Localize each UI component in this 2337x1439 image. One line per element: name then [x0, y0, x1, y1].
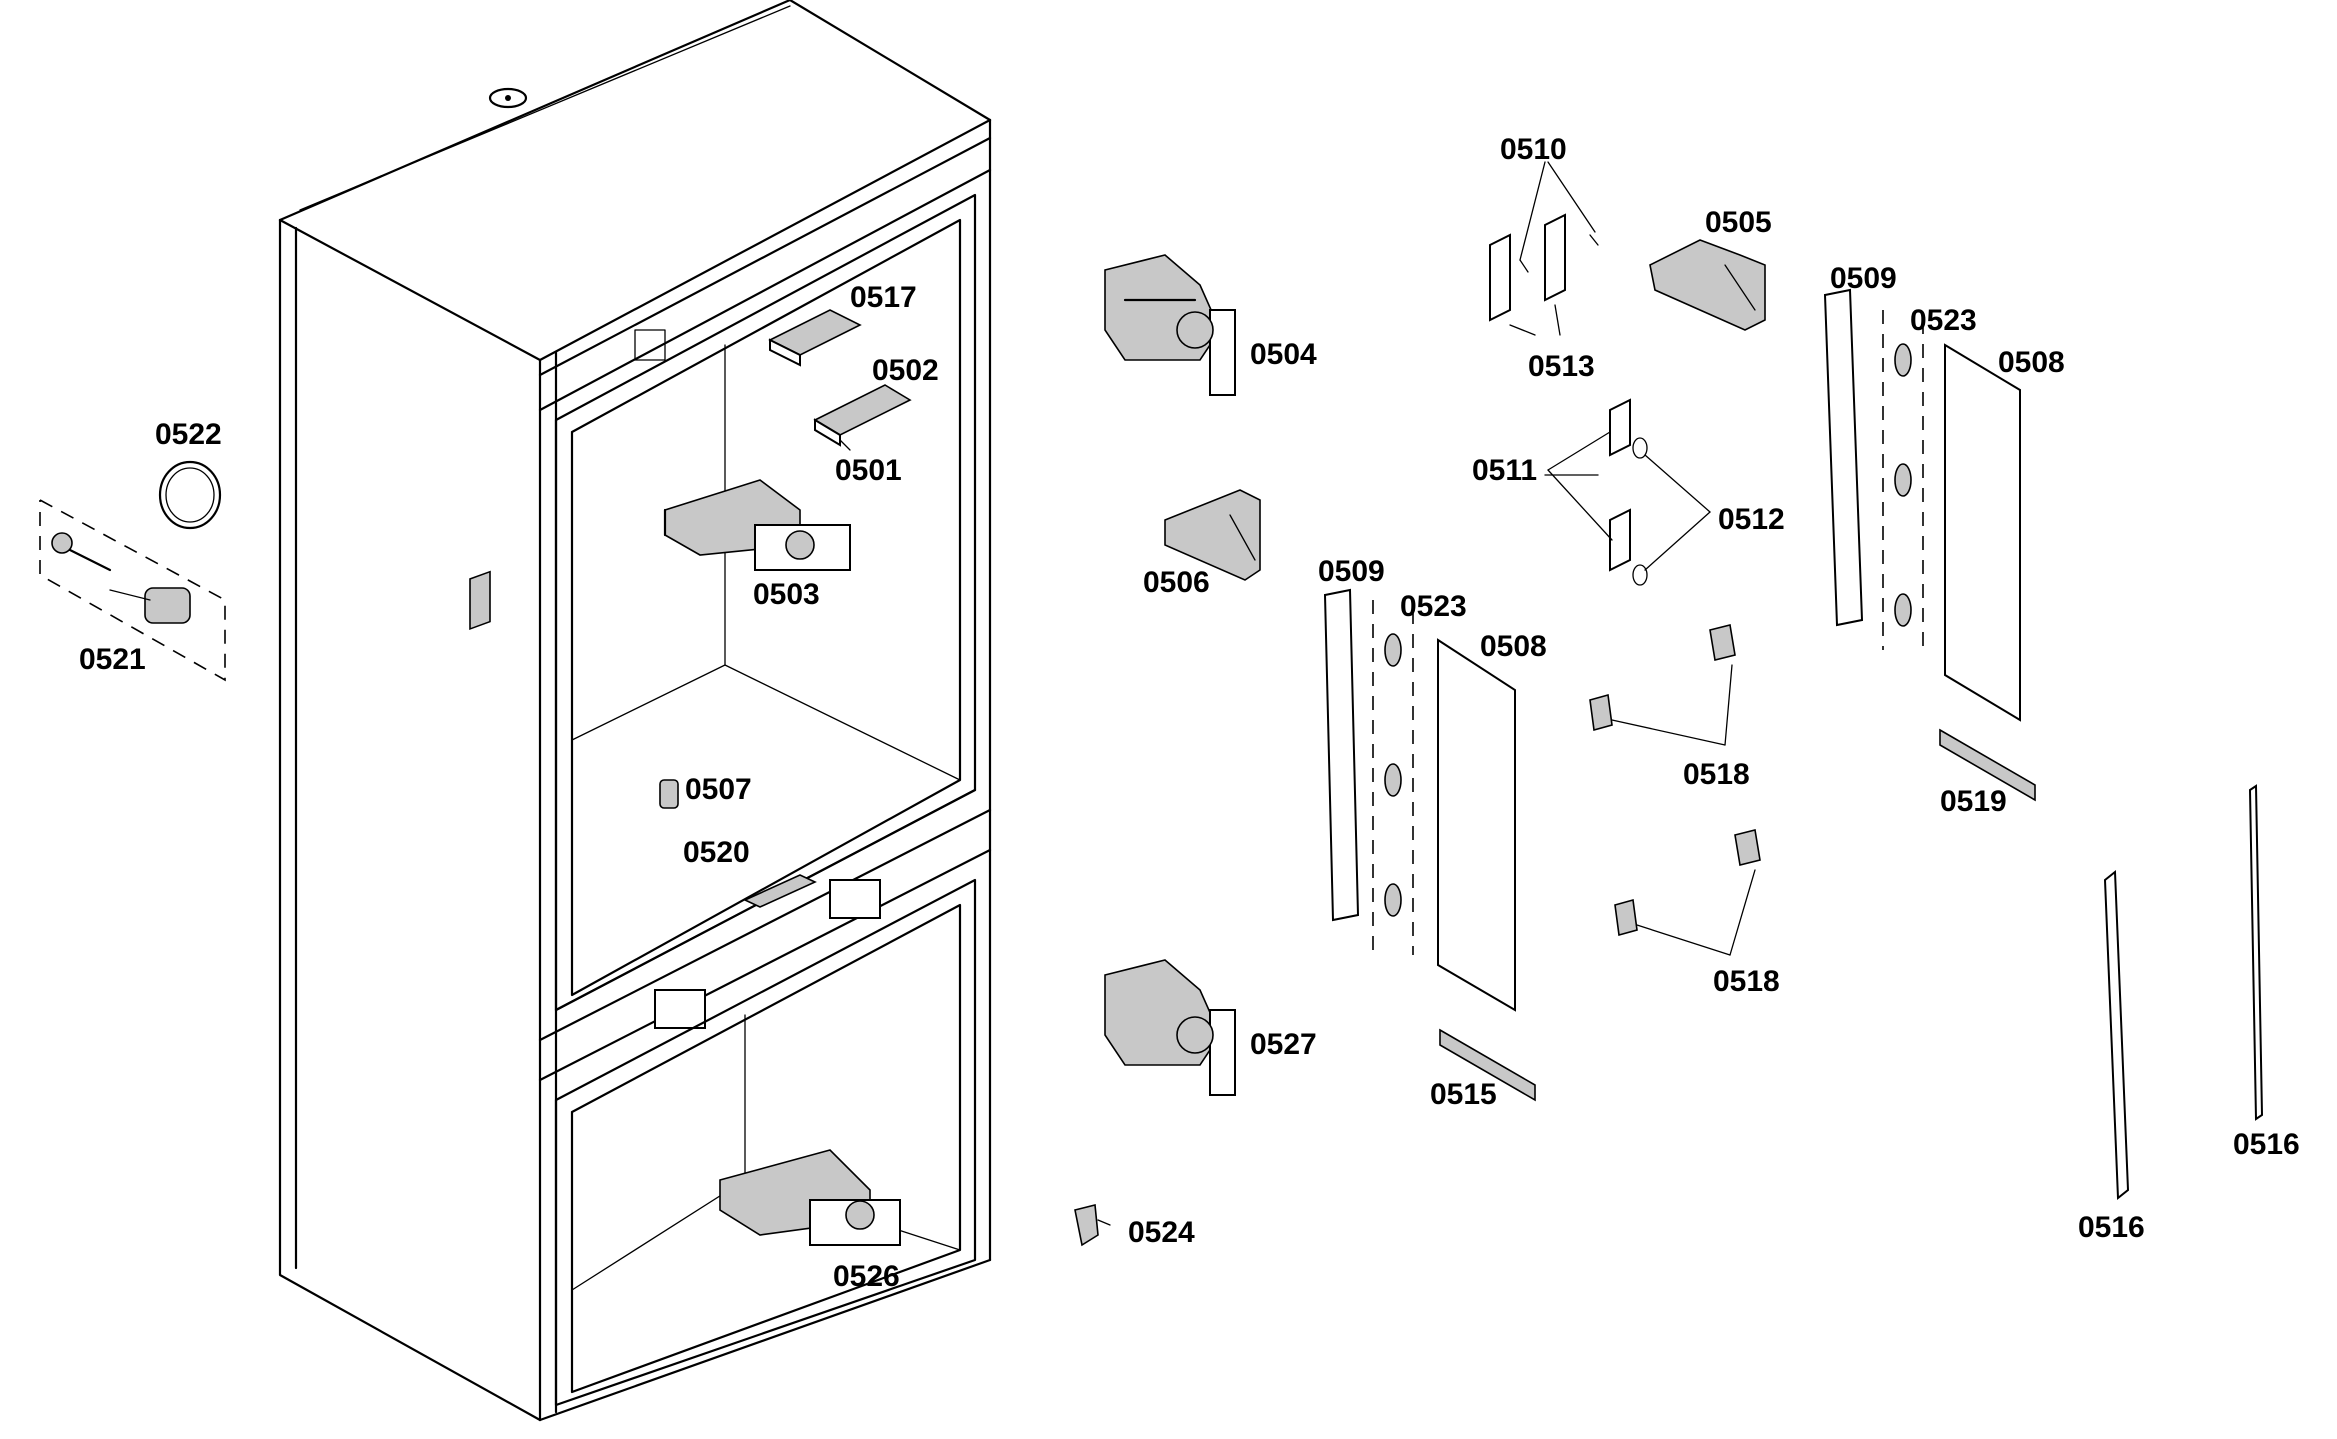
- label-0501: 0501: [835, 454, 902, 487]
- label-0509-left: 0509: [1318, 555, 1385, 588]
- part-0503-hinge: [663, 479, 851, 571]
- part-0502-plate: [813, 384, 912, 451]
- label-0512: 0512: [1718, 503, 1785, 536]
- part-0517-bracket: [768, 309, 862, 367]
- label-0519: 0519: [1940, 785, 2007, 818]
- label-0517: 0517: [850, 281, 917, 314]
- label-0523-left: 0523: [1400, 590, 1467, 623]
- label-0516-right: 0516: [2233, 1128, 2300, 1161]
- part-0518-clips: [1589, 624, 1761, 937]
- part-0513-strips: [1489, 213, 1599, 322]
- part-0523-rail-right: [1882, 310, 1924, 650]
- part-0505-cover: [1649, 239, 1766, 331]
- part-0515-rail: [1439, 1028, 1536, 1102]
- part-0522-clamp-ring: [158, 460, 222, 530]
- leader-lines: [1509, 161, 1756, 956]
- part-0509-strip-left: [1323, 588, 1360, 922]
- part-0520-stop: [743, 874, 817, 908]
- part-0523-rail-left: [1372, 600, 1414, 955]
- part-0521-fan-assembly: [39, 499, 226, 682]
- label-0508-right: 0508: [1998, 346, 2065, 379]
- label-0513: 0513: [1528, 350, 1595, 383]
- label-0518-upper: 0518: [1683, 758, 1750, 791]
- label-0523-right: 0523: [1910, 304, 1977, 337]
- part-0524-clip: [1074, 1203, 1111, 1247]
- label-0507: 0507: [685, 773, 752, 806]
- label-0524: 0524: [1128, 1216, 1195, 1249]
- part-0504-hinge: [1104, 254, 1236, 396]
- label-0527: 0527: [1250, 1028, 1317, 1061]
- part-0527-hinge: [1104, 959, 1236, 1096]
- label-0518-lower: 0518: [1713, 965, 1780, 998]
- label-0504: 0504: [1250, 338, 1317, 371]
- part-0519-rail: [1939, 728, 2036, 802]
- part-0516-strip-a: [2103, 869, 2130, 1201]
- label-0526: 0526: [833, 1260, 900, 1293]
- label-0510: 0510: [1500, 133, 1567, 166]
- label-0520: 0520: [683, 836, 750, 869]
- label-0522: 0522: [155, 418, 222, 451]
- part-0508-panel-left: [1437, 638, 1516, 1012]
- label-0508-left: 0508: [1480, 630, 1547, 663]
- label-0503: 0503: [753, 578, 820, 611]
- label-0515: 0515: [1430, 1078, 1497, 1111]
- label-0505: 0505: [1705, 206, 1772, 239]
- part-0511-brackets: [1609, 398, 1648, 586]
- part-0508-panel-right: [1944, 343, 2021, 722]
- part-0526-hinge: [719, 1149, 901, 1246]
- label-0509-right: 0509: [1830, 262, 1897, 295]
- label-0506: 0506: [1143, 566, 1210, 599]
- part-0509-strip-right: [1823, 288, 1864, 627]
- part-0506-bracket: [1164, 489, 1261, 581]
- part-0507-clip: [659, 779, 679, 809]
- label-0511: 0511: [1472, 454, 1538, 487]
- label-0502: 0502: [872, 354, 939, 387]
- label-0521: 0521: [79, 643, 146, 676]
- label-0516-left: 0516: [2078, 1211, 2145, 1244]
- part-0516-strip-b: [2248, 784, 2264, 1121]
